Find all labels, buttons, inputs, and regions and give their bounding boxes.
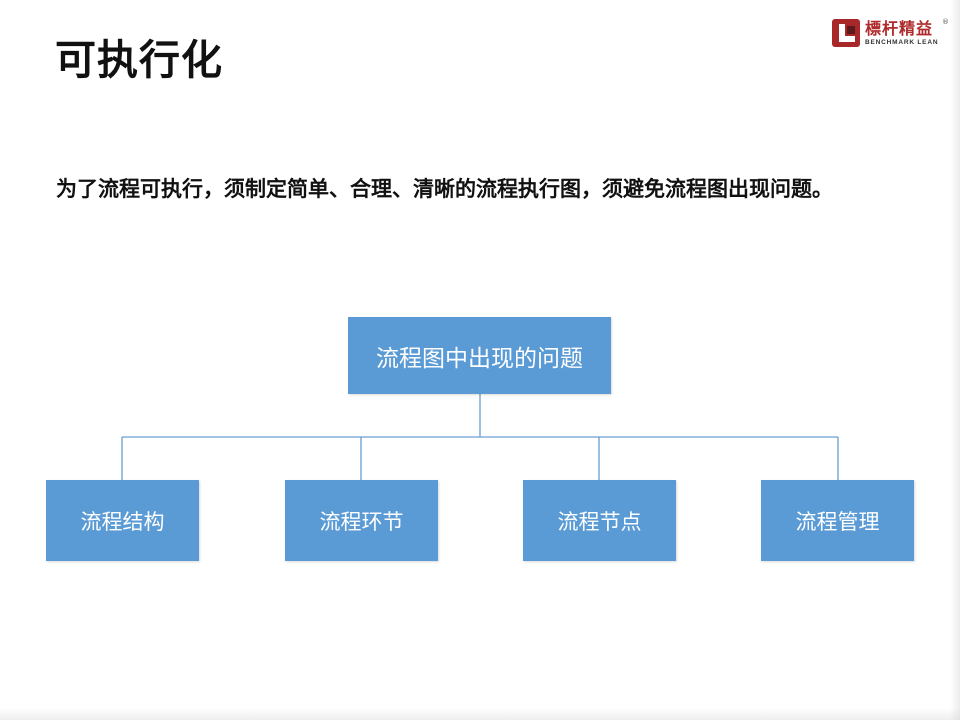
diagram-child-node: 流程管理 — [761, 480, 914, 561]
page-edge-shadow-bottom — [0, 708, 960, 720]
slide-title: 可执行化 — [55, 36, 223, 84]
root-node-label: 流程图中出现的问题 — [376, 345, 583, 372]
child-node-label: 流程节点 — [557, 509, 642, 534]
logo-mark-icon — [832, 19, 860, 47]
child-node-label: 流程环节 — [319, 509, 404, 534]
diagram-child-node: 流程环节 — [285, 480, 438, 561]
logo-registered-mark: ® — [942, 18, 949, 26]
brand-logo: 標杆精益 ® BENCHMARK LEAN — [832, 18, 949, 49]
diagram-root-node: 流程图中出现的问题 — [348, 317, 611, 394]
intro-text: 为了流程可执行，须制定简单、合理、清晰的流程执行图，须避免流程图出现问题。 — [56, 177, 833, 201]
child-node-label: 流程结构 — [80, 509, 165, 534]
child-node-label: 流程管理 — [795, 509, 880, 534]
logo-name-cn: 標杆精益 — [865, 19, 934, 38]
diagram-child-node: 流程节点 — [523, 480, 676, 561]
diagram-child-node: 流程结构 — [46, 480, 199, 561]
page-edge-shadow-right — [950, 0, 960, 720]
logo-name-en: BENCHMARK LEAN — [865, 39, 939, 46]
